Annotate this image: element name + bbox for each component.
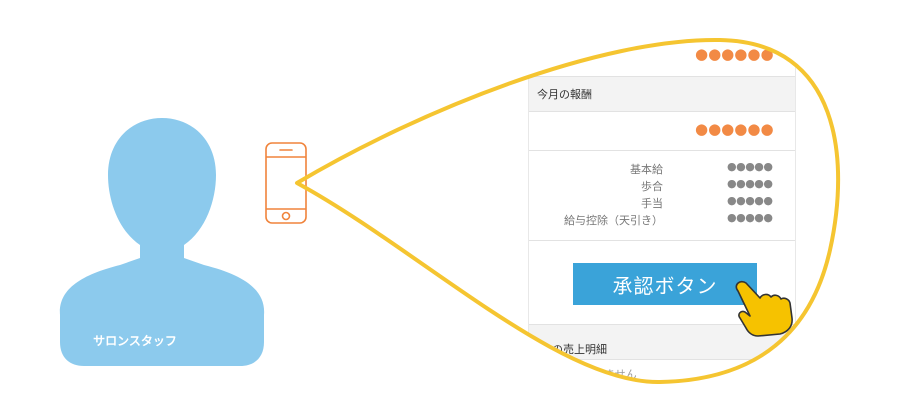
pointing-hand-icon (735, 280, 793, 337)
breakdown-label-allowance: 手当 (641, 197, 663, 210)
zoom-bubble-outline (295, 37, 841, 385)
this-month-amount: ●●●●●● (695, 120, 774, 138)
person-icon (59, 118, 265, 366)
this-month-heading: 今月の報酬 (537, 88, 592, 101)
staff-label: サロンスタッフ (93, 334, 177, 348)
breakdown-label-basic: 基本給 (630, 163, 663, 176)
section-this-month: 今月の報酬 (529, 76, 795, 112)
divider (529, 150, 795, 151)
breakdown-value-deduction: ●●●●● (727, 211, 773, 224)
breakdown-value-basic: ●●●●● (727, 160, 773, 173)
divider (529, 240, 795, 241)
breakdown-value-commission: ●●●●● (727, 177, 773, 190)
approve-button[interactable]: 承認ボタン (573, 263, 757, 305)
smartphone-icon (265, 142, 307, 224)
top-amount: ●●●●●● (695, 45, 774, 63)
breakdown-value-allowance: ●●●●● (727, 194, 773, 207)
breakdown-label-deduction: 給与控除（天引き） (564, 214, 663, 227)
breakdown-label-commission: 歩合 (641, 180, 663, 193)
